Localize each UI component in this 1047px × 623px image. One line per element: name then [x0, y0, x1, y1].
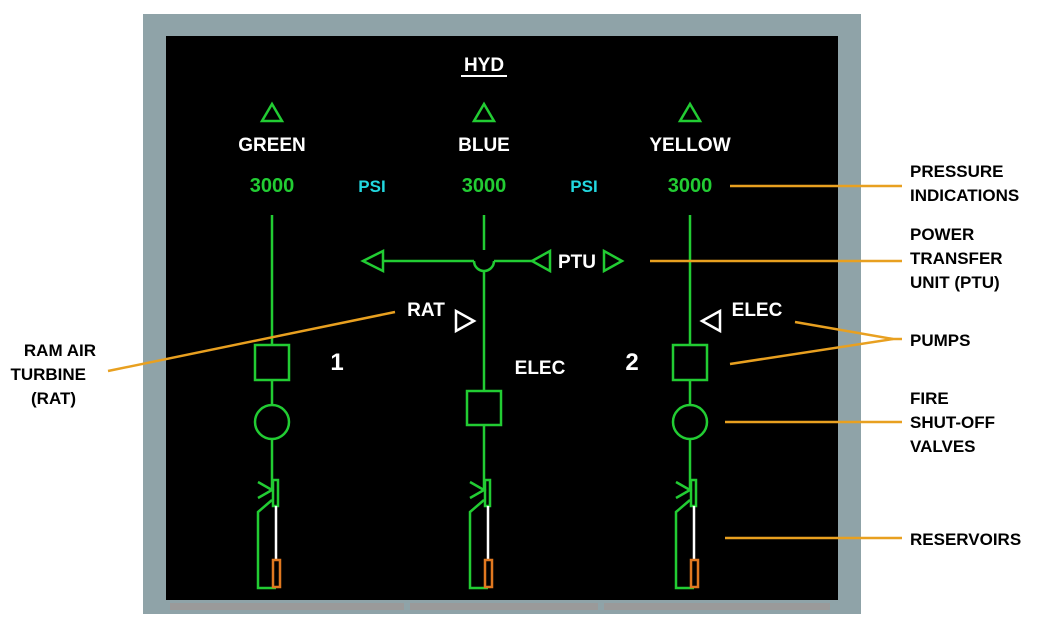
system-name-blue: BLUE — [458, 135, 510, 156]
callout-ptu-line1: POWER — [910, 225, 974, 244]
blue-pump-box — [465, 389, 503, 427]
rat-arrow-icon — [454, 308, 477, 334]
ptu-left-arrow-icon — [360, 248, 385, 274]
yellow-status-triangle-icon — [677, 101, 703, 123]
callout-rat-line3: (RAT) — [31, 389, 76, 408]
pumps-leader-line-bottom — [729, 337, 894, 366]
callout-rat-line1: RAM AIR — [24, 341, 96, 360]
yellow-elec-arrow-icon — [699, 308, 722, 334]
callout-ptu-line2: TRANSFER — [910, 249, 1003, 268]
green-status-triangle-icon — [259, 101, 285, 123]
yellow-pump-box — [671, 343, 709, 382]
callout-fire-line2: SHUT-OFF — [910, 413, 995, 432]
yellow-fire-valve-icon — [671, 403, 709, 441]
pressure-yellow: 3000 — [668, 175, 713, 197]
callout-rat-line2: TURBINE — [10, 365, 86, 384]
pumps-leader-line-top — [794, 320, 894, 341]
psi-unit-right: PSI — [570, 177, 597, 196]
callout-fire-line1: FIRE — [910, 389, 949, 408]
blue-elec-label: ELEC — [515, 358, 566, 379]
callout-fire-line3: VALVES — [910, 437, 976, 456]
rat-leader-line — [107, 310, 396, 373]
ptu-label: PTU — [558, 252, 596, 273]
system-name-green: GREEN — [238, 135, 306, 156]
bezel-bar — [170, 603, 830, 610]
ptu-crossover-hump — [472, 260, 496, 273]
blue-status-triangle-icon — [471, 101, 497, 123]
system-name-yellow: YELLOW — [649, 135, 730, 156]
rat-label: RAT — [407, 300, 445, 321]
engine-2-label: 2 — [625, 349, 638, 376]
ptu-center-arrow-icon — [529, 248, 552, 274]
bezel-divider-right — [598, 603, 604, 610]
bezel-divider-left — [404, 603, 410, 610]
ptu-right-arrow-icon — [602, 248, 625, 274]
blue-reservoir — [468, 478, 494, 590]
callout-pressure-line2: INDICATIONS — [910, 186, 1019, 205]
callout-reservoirs: RESERVOIRS — [910, 530, 1021, 549]
yellow-elec-label: ELEC — [732, 300, 783, 321]
psi-unit-left: PSI — [358, 177, 385, 196]
green-pump-box — [253, 343, 291, 382]
green-reservoir — [256, 478, 282, 590]
callout-pressure-line1: PRESSURE — [910, 162, 1004, 181]
engine-1-label: 1 — [330, 349, 343, 376]
callout-pumps: PUMPS — [910, 331, 970, 350]
callout-ptu-line3: UNIT (PTU) — [910, 273, 1000, 292]
page-title: HYD — [464, 55, 504, 76]
pressure-green: 3000 — [250, 175, 295, 197]
pressure-blue: 3000 — [462, 175, 507, 197]
green-fire-valve-icon — [253, 403, 291, 441]
yellow-reservoir — [674, 478, 700, 590]
